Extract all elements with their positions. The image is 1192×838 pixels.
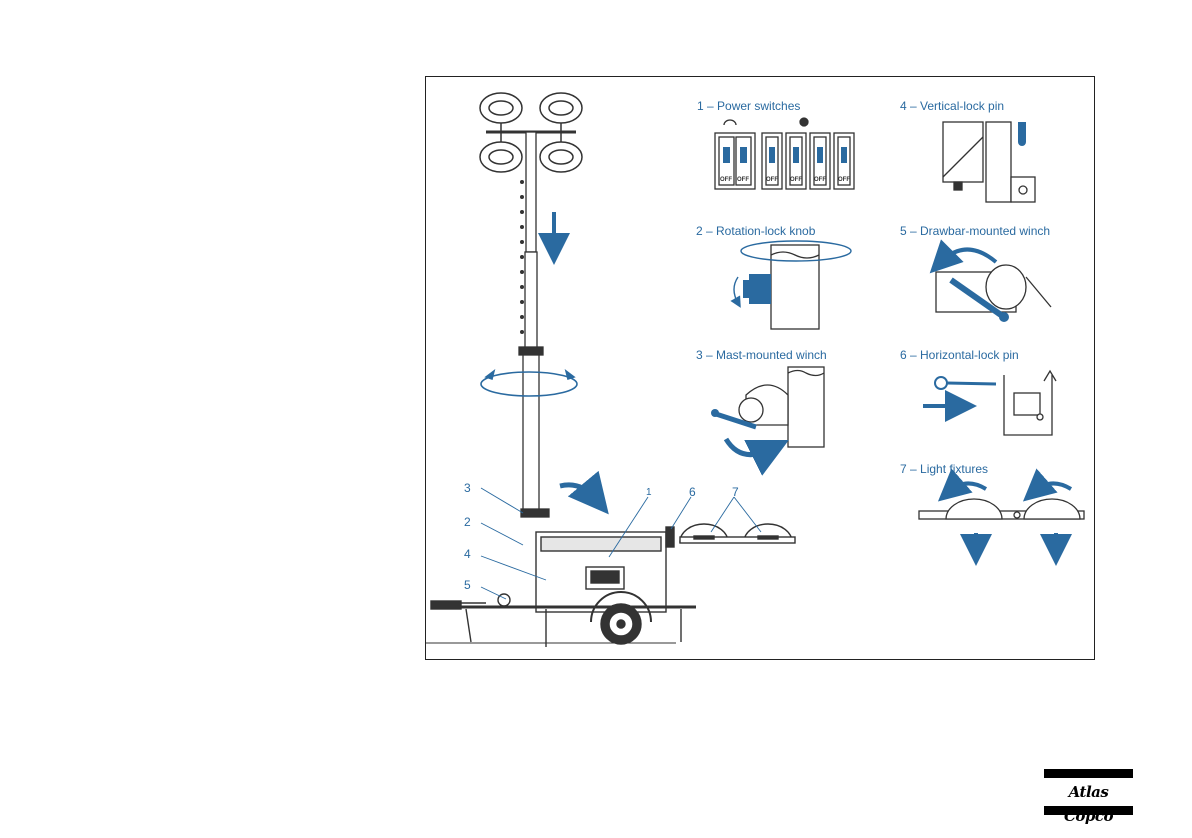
switch-off-label: OFF [766,177,778,183]
rotation-lock-knob-detail [734,241,851,329]
logo-wordmark: Atlas Copco [1044,780,1133,828]
caption-drawbar-mounted-winch: 5 – Drawbar-mounted winch [900,224,1050,238]
caption-light-fixtures: 7 – Light fixtures [900,462,988,476]
caption-rotation-lock-knob: 2 – Rotation-lock knob [696,224,815,238]
light-tower-diagram: OFF OFF OFF OFF OFF OFF [426,77,1096,661]
vertical-lock-pin-detail [943,122,1035,202]
switch-off-labels: OFF OFF OFF OFF OFF OFF [720,177,850,183]
caption-horizontal-lock-pin: 6 – Horizontal-lock pin [900,348,1019,362]
drawbar-mounted-winch-detail [936,250,1051,323]
fold-down-arrow [560,485,596,499]
light-fixtures-detail [919,483,1084,550]
callout-7: 7 [732,485,739,499]
switch-off-label: OFF [838,177,850,183]
callout-3: 3 [464,481,471,495]
telescopic-mast [519,132,549,517]
power-switch-panel [715,118,854,189]
caption-vertical-lock-pin: 4 – Vertical-lock pin [900,99,1004,113]
logo-bar-bottom [1044,806,1133,815]
folded-light-fixtures [680,524,795,543]
callout-6: 6 [689,485,696,499]
switch-off-label: OFF [737,177,749,183]
callout-1: 1 [646,487,652,499]
callout-2: 2 [464,515,471,529]
mast-mounted-winch-detail [711,367,824,455]
logo-bar-top [1044,769,1133,778]
atlas-copco-logo: Atlas Copco [1044,769,1133,815]
switch-off-label: OFF [814,177,826,183]
callout-5: 5 [464,578,471,592]
callout-4: 4 [464,547,471,561]
horizontal-lock-pin-detail [923,371,1056,435]
caption-mast-mounted-winch: 3 – Mast-mounted winch [696,348,827,362]
diagram-frame: OFF OFF OFF OFF OFF OFF [425,76,1095,660]
switch-off-label: OFF [720,177,732,183]
switch-off-label: OFF [790,177,802,183]
caption-power-switches: 1 – Power switches [697,99,800,113]
